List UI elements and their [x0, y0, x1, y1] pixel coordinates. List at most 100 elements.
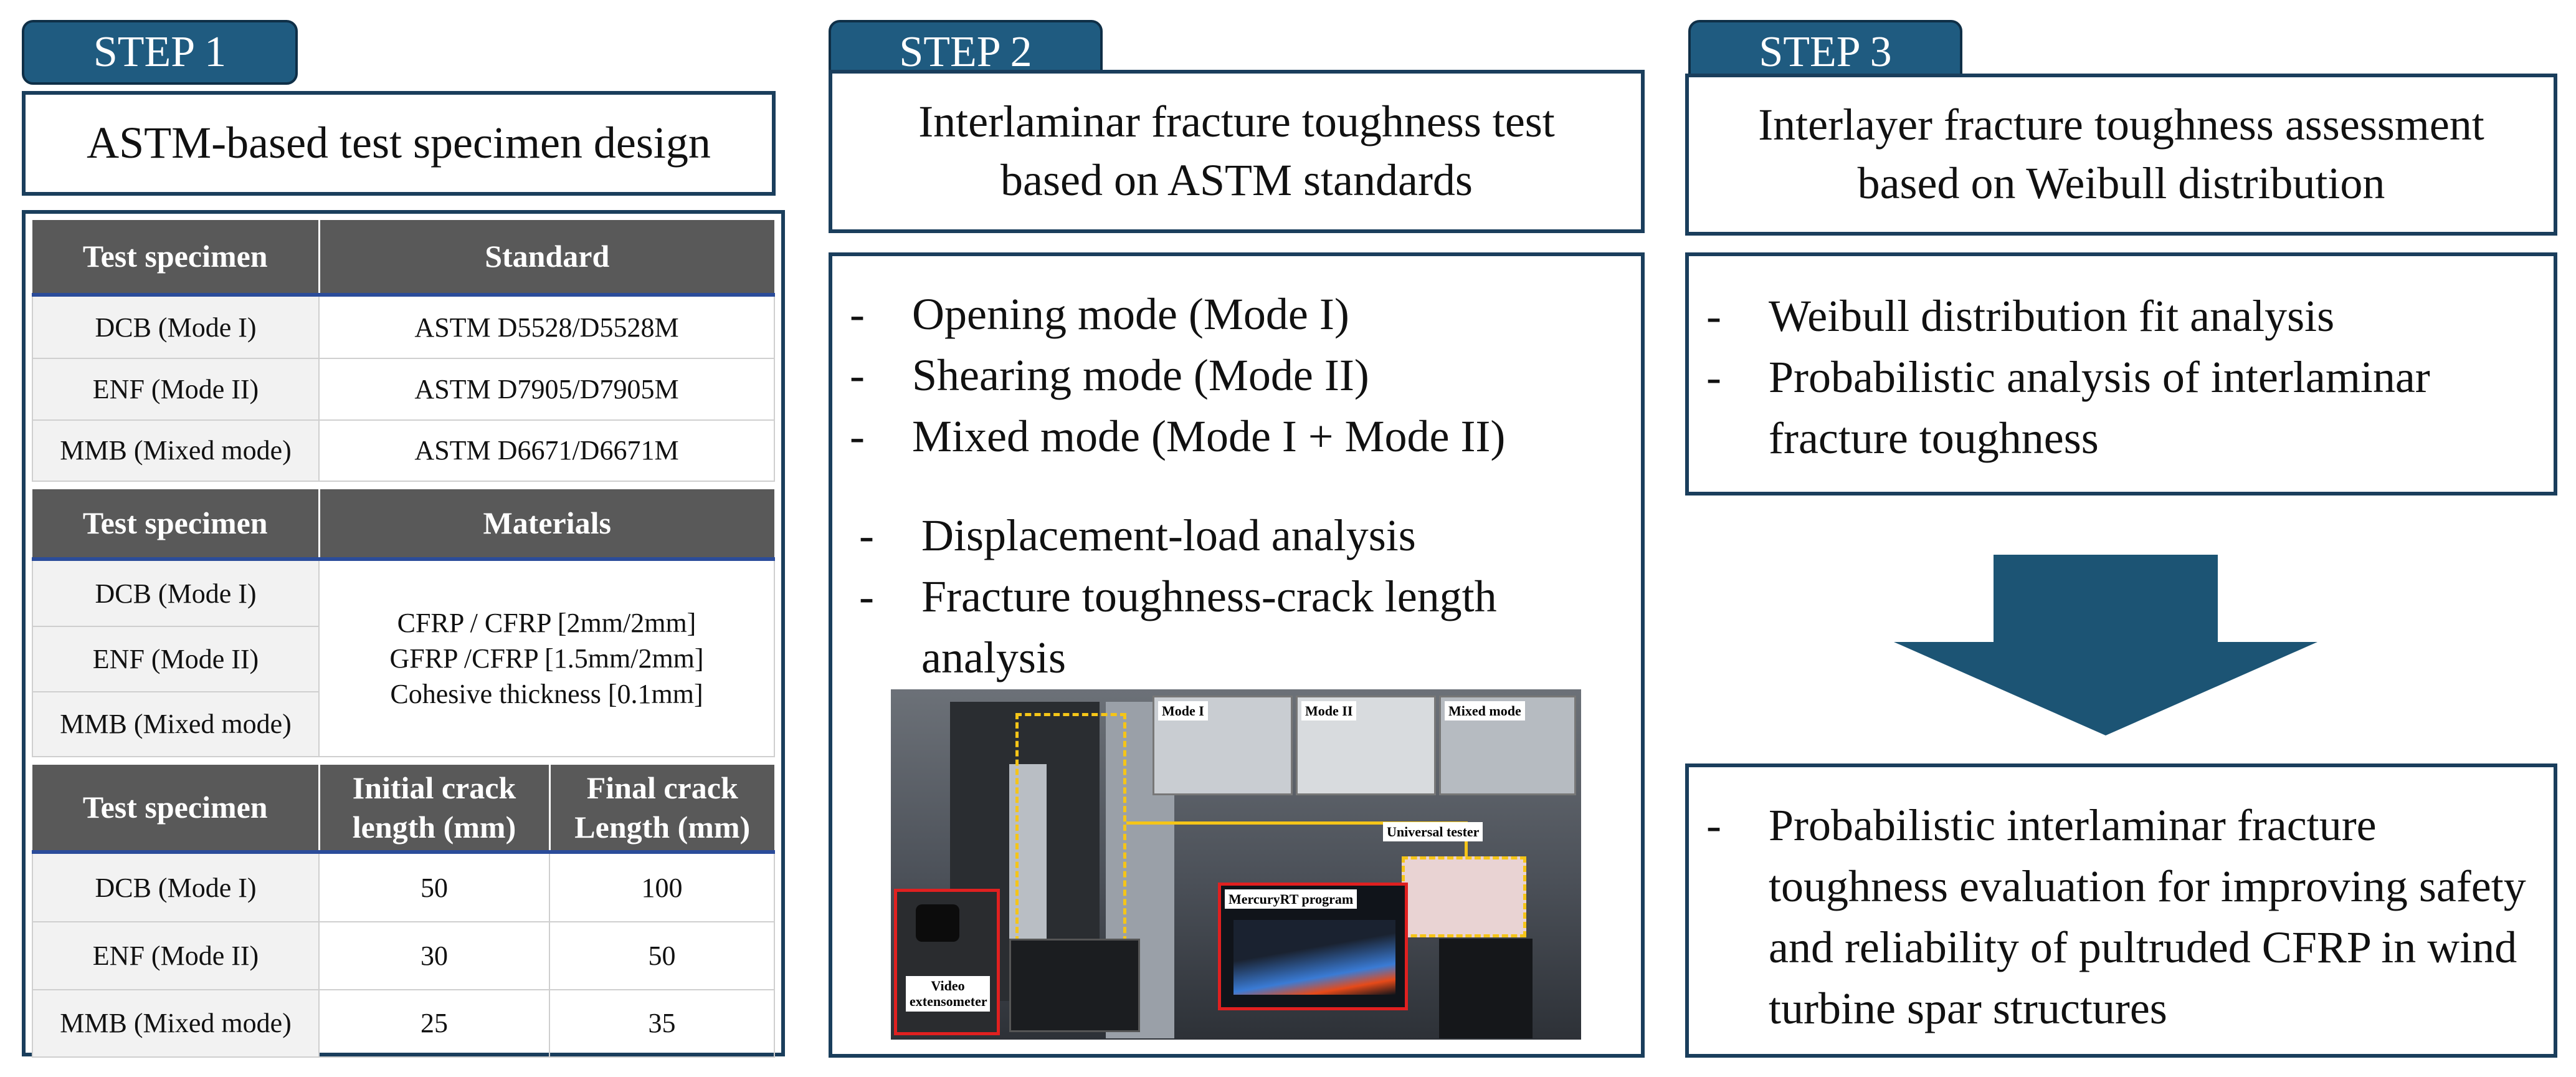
down-arrow-icon [1894, 555, 2317, 735]
specimen-name: MMB (Mixed mode) [32, 691, 320, 758]
universal-tester-label: Universal tester [1383, 822, 1483, 842]
mixed-mode-inset: Mixed mode [1439, 696, 1576, 795]
weibull-list: -Weibull distribution fit analysis -Prob… [1706, 286, 2535, 469]
table-row: DCB (Mode I) ASTM D5528/D5528M [32, 294, 775, 360]
list-item: -Shearing mode (Mode II) [850, 345, 1622, 406]
list-item-text: Shearing mode (Mode II) [912, 350, 1369, 400]
program-plot [1233, 920, 1395, 995]
step3-title-line1: Interlayer fracture toughness assessment [1758, 100, 2484, 150]
connector-line [1126, 821, 1468, 825]
video-extensometer-box: Video extensometer [894, 889, 1000, 1035]
crack-header-initial: Initial crack length (mm) [319, 765, 551, 854]
step1-title: ASTM-based test specimen design [22, 91, 776, 196]
initial-crack-value: 25 [318, 988, 550, 1058]
mode1-inset: Mode I [1153, 696, 1293, 795]
bullet-dash: - [850, 411, 865, 461]
crack-header-final: Final crack Length (mm) [549, 765, 774, 854]
materials-table: Test specimen Materials DCB (Mode I) CFR… [32, 489, 775, 758]
bullet-dash: - [859, 571, 874, 621]
crack-header-specimen: Test specimen [32, 765, 320, 854]
pc-tower [1439, 939, 1533, 1038]
test-setup-photo: Mode I Mode II Mixed mode Universal test… [891, 689, 1581, 1040]
tester-highlight [1015, 713, 1126, 942]
standard-value: ASTM D5528/D5528M [318, 294, 775, 360]
list-item: -Opening mode (Mode I) [850, 284, 1622, 345]
material-line: GFRP /CFRP [1.5mm/2mm] [389, 643, 704, 674]
list-item-text: Fracture toughness-crack length analysis [921, 571, 1497, 682]
list-item-text: Opening mode (Mode I) [912, 289, 1349, 339]
mode1-label: Mode I [1158, 701, 1208, 721]
program-monitor: MercuryRT program [1218, 883, 1408, 1010]
final-crack-value: 35 [549, 988, 775, 1058]
program-label: MercuryRT program [1225, 889, 1357, 909]
specimen-name: MMB (Mixed mode) [32, 988, 320, 1058]
initial-crack-value: 30 [318, 921, 550, 990]
bullet-dash: - [850, 289, 865, 339]
specimen-name: ENF (Mode II) [32, 921, 320, 990]
list-item-text: Displacement-load analysis [921, 510, 1416, 560]
table-row: DCB (Mode I) CFRP / CFRP [2mm/2mm] GFRP … [32, 558, 775, 757]
list-item: -Mixed mode (Mode I + Mode II) [850, 406, 1622, 467]
step3-tab: STEP 3 [1688, 20, 1962, 85]
standards-header-standard: Standard [319, 220, 774, 297]
materials-header-specimen: Test specimen [32, 489, 320, 561]
specimen-name: ENF (Mode II) [32, 358, 320, 421]
list-item-text: Weibull distribution fit analysis [1769, 291, 2335, 341]
outcome-list: -Probabilistic interlaminar fracture tou… [1706, 795, 2541, 1040]
specimen-name: DCB (Mode I) [32, 558, 320, 628]
table-row: ENF (Mode II) ASTM D7905/D7905M [32, 358, 775, 421]
table-row: ENF (Mode II) [32, 626, 774, 692]
bullet-dash: - [850, 350, 865, 400]
list-item-text: Probabilistic analysis of interlaminar f… [1769, 352, 2430, 463]
final-crack-value: 50 [549, 921, 775, 990]
specimen-name: DCB (Mode I) [32, 294, 320, 360]
camera-icon [916, 904, 959, 942]
analysis-list: -Displacement-load analysis -Fracture to… [859, 505, 1619, 689]
step2-panel: -Opening mode (Mode I) -Shearing mode (M… [829, 252, 1645, 1058]
bullet-dash: - [859, 510, 874, 560]
standard-value: ASTM D7905/D7905M [318, 358, 775, 421]
standards-table: Test specimen Standard DCB (Mode I) ASTM… [32, 220, 775, 482]
list-item: -Probabilistic interlaminar fracture tou… [1706, 795, 2541, 1040]
standards-header-specimen: Test specimen [32, 220, 320, 297]
controller-highlight [1402, 856, 1526, 937]
step1-tables-panel: Test specimen Standard DCB (Mode I) ASTM… [22, 210, 785, 1058]
specimen-name: MMB (Mixed mode) [32, 419, 320, 482]
bullet-dash: - [1706, 352, 1721, 402]
mixed-mode-label: Mixed mode [1445, 701, 1525, 721]
initial-crack-value: 50 [318, 851, 550, 923]
bullet-dash: - [1706, 800, 1721, 850]
step3-title: Interlayer fracture toughness assessment… [1685, 74, 2557, 236]
step3-title-line2: based on Weibull distribution [1857, 158, 2385, 208]
material-line: Cohesive thickness [0.1mm] [390, 679, 703, 710]
crack-length-table: Test specimen Initial crack length (mm) … [32, 765, 775, 1058]
table-row: MMB (Mixed mode) [32, 691, 774, 758]
mode2-label: Mode II [1301, 701, 1357, 721]
list-item: -Probabilistic analysis of interlaminar … [1706, 347, 2535, 469]
final-crack-value: 100 [549, 851, 775, 923]
light-panel [1009, 939, 1140, 1032]
specimen-name: ENF (Mode II) [32, 626, 320, 692]
step3-outcome-panel: -Probabilistic interlaminar fracture tou… [1685, 763, 2557, 1058]
step3-analysis-panel: -Weibull distribution fit analysis -Prob… [1685, 252, 2557, 495]
table-row: ENF (Mode II) 30 50 [32, 921, 775, 990]
video-extensometer-label: Video extensometer [906, 976, 990, 1012]
material-line: CFRP / CFRP [2mm/2mm] [397, 607, 696, 638]
table-row: MMB (Mixed mode) 25 35 [32, 988, 775, 1058]
list-item: -Fracture toughness-crack length analysi… [859, 567, 1619, 689]
specimen-name: DCB (Mode I) [32, 851, 320, 923]
step2-title: Interlaminar fracture toughness test bas… [829, 70, 1645, 233]
list-item-text: Probabilistic interlaminar fracture toug… [1769, 800, 2526, 1033]
materials-cell: CFRP / CFRP [2mm/2mm] GFRP /CFRP [1.5mm/… [318, 558, 775, 757]
step1-tab: STEP 1 [22, 20, 298, 85]
step2-title-line2: based on ASTM standards [1000, 155, 1473, 205]
standard-value: ASTM D6671/D6671M [318, 419, 775, 482]
mode2-inset: Mode II [1296, 696, 1436, 795]
table-row: DCB (Mode I) 50 100 [32, 851, 775, 923]
list-item: -Weibull distribution fit analysis [1706, 286, 2535, 347]
list-item-text: Mixed mode (Mode I + Mode II) [912, 411, 1506, 461]
table-row: MMB (Mixed mode) ASTM D6671/D6671M [32, 419, 775, 482]
materials-header-materials: Materials [319, 489, 774, 561]
bullet-dash: - [1706, 291, 1721, 341]
list-item: -Displacement-load analysis [859, 505, 1619, 567]
